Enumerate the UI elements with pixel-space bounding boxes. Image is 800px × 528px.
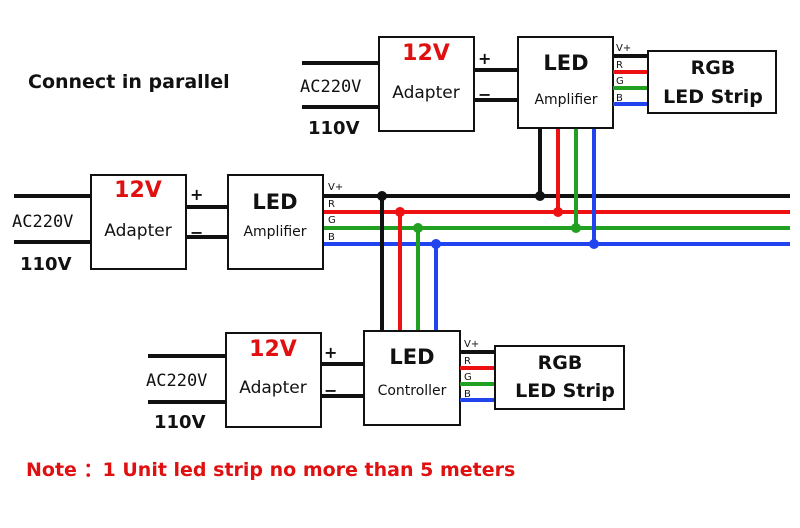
pin-label: B [328,232,335,243]
main-bus [292,194,790,246]
amplifier-led-label: LED [252,190,297,214]
junction-dot [553,207,563,217]
bottom-drops [380,196,438,332]
amplifier-label: Amplifier [243,224,306,240]
junction-dot [535,191,545,201]
strip-rgb-label: RGB [538,352,583,374]
top-drops [538,128,596,244]
rgb-strip-box [494,345,625,410]
adapter-label: Adapter [392,83,459,103]
adapter-box [225,332,322,428]
rgb-strip-box [647,50,777,114]
top-group: AC220V 110V 12V Adapter + − LED Amplifie… [300,36,777,139]
controller-box [363,330,461,426]
adapter-label: Adapter [239,378,306,398]
minus-sign: − [324,381,337,400]
pin-label: V+ [328,182,343,193]
pin-label: G [328,215,336,226]
plus-sign: + [324,343,337,362]
plus-sign: + [190,185,203,204]
junction-dot [589,239,599,249]
pin-label: G [464,372,472,383]
amplifier-box [517,36,614,129]
pin-label: B [464,389,471,400]
pin-label: V+ [464,339,479,350]
ac-input-label: AC220V [146,371,207,391]
strip-label: LED Strip [515,380,615,402]
amplifier-label: Amplifier [534,92,597,108]
controller-label: Controller [378,383,447,399]
junction-dot [413,223,423,233]
adapter-voltage-label: 12V [114,178,162,203]
plus-sign: + [478,49,491,68]
strip-label: LED Strip [663,86,763,108]
ac-alt-label: 110V [154,412,206,433]
junction-dot [395,207,405,217]
minus-sign: − [190,223,203,242]
minus-sign: − [478,85,491,104]
pin-label: R [328,199,335,210]
ac-input-label: AC220V [12,212,73,232]
pin-label: V+ [616,43,631,54]
junction-dot [431,239,441,249]
diagram-title: Connect in parallel [28,71,230,93]
adapter-label: Adapter [104,221,171,241]
amplifier-box [227,174,324,270]
pin-label: G [616,76,624,87]
junction-dots [377,191,599,249]
junction-dot [377,191,387,201]
pin-label: B [616,93,623,104]
adapter-box [378,36,475,132]
adapter-voltage-label: 12V [402,41,450,66]
middle-group: AC220V 110V 12V Adapter + − LED Amplifie… [12,174,343,275]
controller-led-label: LED [389,345,434,369]
junction-dot [571,223,581,233]
ac-alt-label: 110V [20,254,72,275]
adapter-voltage-label: 12V [249,337,297,362]
ac-input-label: AC220V [300,77,361,97]
strip-rgb-label: RGB [691,57,736,79]
pin-label: R [464,356,471,367]
bottom-group: AC220V 110V 12V Adapter + − LED Controll… [146,330,625,433]
adapter-box [90,174,187,270]
note-text: Note ：1 Unit led strip no more than 5 me… [26,459,515,481]
amplifier-led-label: LED [543,51,588,75]
pin-label: R [616,60,623,71]
ac-alt-label: 110V [308,118,360,139]
